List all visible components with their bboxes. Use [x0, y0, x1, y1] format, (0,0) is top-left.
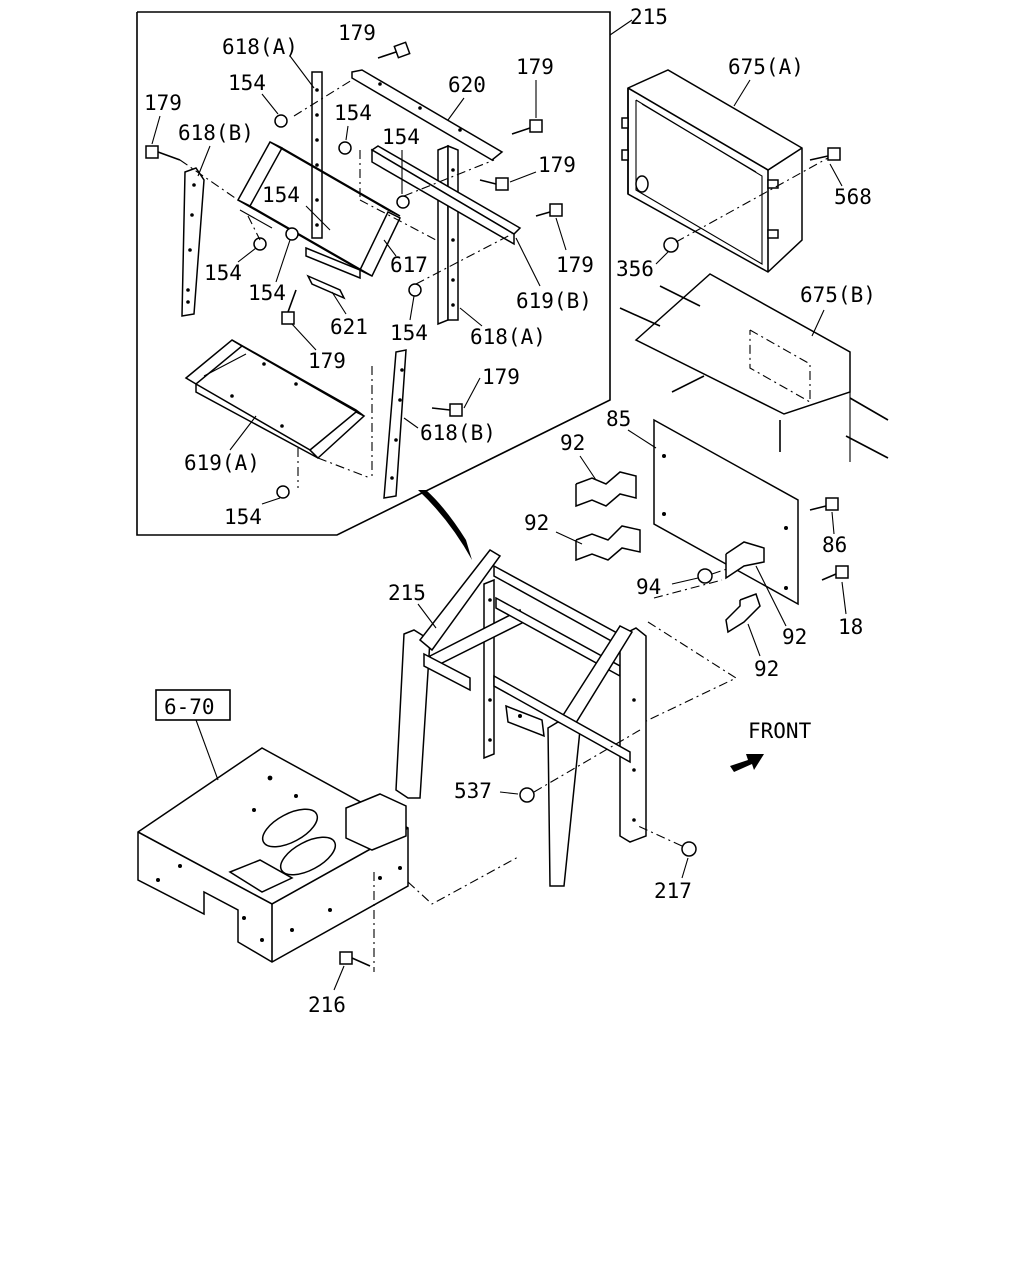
frame-619a — [184, 339, 366, 460]
callout-620: 620 — [448, 73, 486, 97]
frame-215 — [395, 549, 697, 887]
callout-617: 617 — [390, 253, 428, 277]
callout-154-f: 154 — [248, 281, 286, 305]
callout-675a: 675(A) — [728, 55, 804, 79]
callouts-85-92: 85 92 92 86 94 18 92 92 — [524, 407, 863, 681]
nut-icons-inset — [253, 114, 422, 499]
callout-154-d: 154 — [262, 183, 300, 207]
front-arrow-icon — [730, 754, 764, 772]
callout-179-top: 179 — [338, 21, 376, 45]
callout-215-inset: 215 — [630, 5, 668, 29]
bracket-618b-lower — [383, 349, 407, 499]
callout-356: 356 — [616, 257, 654, 281]
callout-86: 86 — [822, 533, 847, 557]
inset-parts — [145, 41, 563, 499]
callouts-675b: 675(B) — [800, 283, 876, 337]
callout-154-h: 154 — [224, 505, 262, 529]
bracket-618b-left — [181, 167, 205, 317]
callout-18: 18 — [838, 615, 863, 639]
callout-619a: 619(A) — [184, 451, 260, 475]
brackets-92 — [575, 471, 765, 725]
callout-217: 217 — [654, 879, 692, 903]
bracket-618a-upper — [311, 71, 323, 239]
callout-618b-left: 618(B) — [178, 121, 254, 145]
callouts-675a: 675(A) 568 356 — [616, 55, 872, 281]
callout-619b: 619(B) — [516, 289, 592, 313]
callout-621: 621 — [330, 315, 368, 339]
callout-92-d: 92 — [754, 657, 779, 681]
front-label: FRONT — [748, 719, 812, 743]
callout-216: 216 — [308, 993, 346, 1017]
callout-154-g: 154 — [390, 321, 428, 345]
front-direction-indicator: FRONT — [730, 719, 812, 772]
callout-179-left: 179 — [144, 91, 182, 115]
callout-92-a: 92 — [560, 431, 585, 455]
callout-92-c: 92 — [782, 625, 807, 649]
detail-pointer-arrow — [418, 490, 472, 560]
callout-154-e: 154 — [204, 261, 242, 285]
callout-618b-bottom: 618(B) — [420, 421, 496, 445]
detail-inset: 215 — [136, 5, 668, 536]
callout-154-a: 154 — [228, 71, 266, 95]
callout-618a-top: 618(A) — [222, 35, 298, 59]
ref-box-6-70 — [155, 689, 231, 721]
callout-154-c: 154 — [382, 125, 420, 149]
callout-6-70: 6-70 — [164, 695, 215, 719]
callout-675b: 675(B) — [800, 283, 876, 307]
callout-179-d: 179 — [556, 253, 594, 277]
rail-619b — [370, 145, 522, 246]
frame-617 — [236, 141, 401, 278]
callout-215-frame: 215 — [388, 581, 426, 605]
callout-618a-right: 618(A) — [470, 325, 546, 349]
bolt-icons-inset — [145, 41, 563, 417]
plate-620 — [351, 69, 504, 161]
base-mount: 6-70 — [137, 689, 521, 972]
callouts-inset: 618(A) 179 154 620 179 179 618(B) 154 15… — [144, 21, 594, 529]
panel-85 — [653, 418, 849, 606]
cover-675b — [619, 273, 889, 462]
callout-537: 537 — [454, 779, 492, 803]
callout-179-b: 179 — [516, 55, 554, 79]
bracket-621 — [305, 246, 361, 300]
box-675a — [621, 69, 841, 273]
callout-92-b: 92 — [524, 511, 549, 535]
callout-179-f: 179 — [482, 365, 520, 389]
callout-568: 568 — [834, 185, 872, 209]
callouts-base: 216 — [308, 965, 346, 1017]
callout-179-e: 179 — [308, 349, 346, 373]
callout-85: 85 — [606, 407, 631, 431]
assembly-lines-inset — [179, 79, 513, 488]
callout-94: 94 — [636, 575, 661, 599]
bracket-618a-right — [437, 144, 459, 326]
callout-154-b: 154 — [334, 101, 372, 125]
callouts-frame: 215 537 217 — [388, 581, 692, 903]
callout-179-c: 179 — [538, 153, 576, 177]
